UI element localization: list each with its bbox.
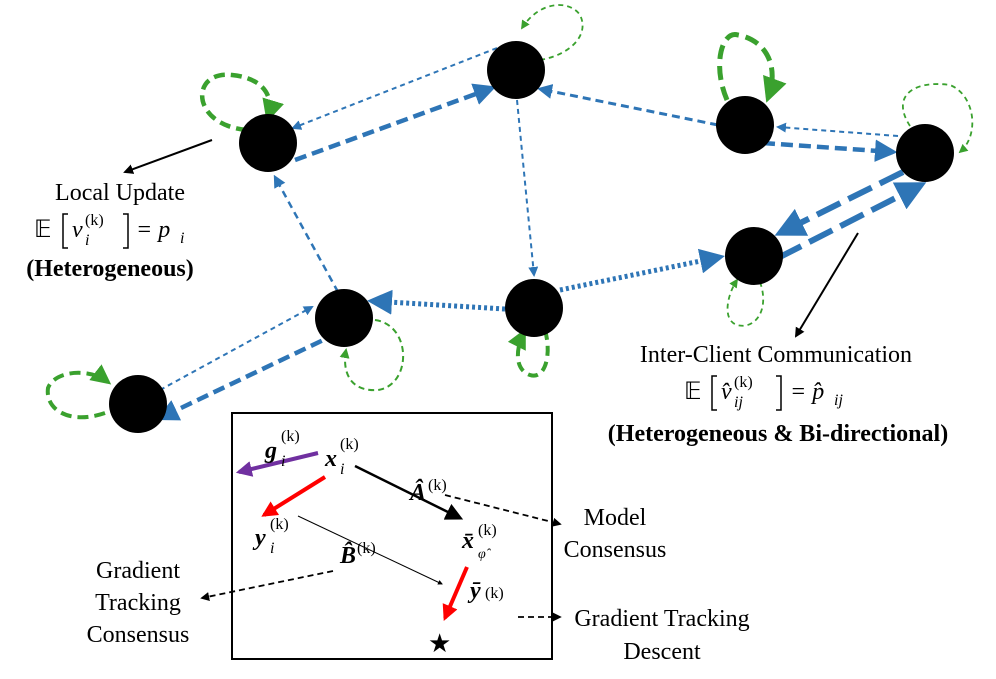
local-step-arrow	[261, 475, 327, 517]
model-consensus-arrow	[354, 464, 464, 520]
edge-n6-n5	[559, 248, 725, 293]
formula-expectation: 𝔼	[34, 217, 52, 243]
formula-rhs: = p	[136, 217, 170, 243]
A-sup: (k)	[428, 477, 447, 494]
communication-edges	[155, 47, 927, 421]
model-consensus-pointer	[444, 494, 562, 527]
tracking-descent-line1: Gradient Tracking	[574, 606, 749, 632]
xbar-sup: (k)	[478, 522, 497, 539]
formula-rhs-sub: i	[180, 230, 184, 247]
formula-bracket	[711, 375, 782, 411]
formula-rhs: = p̂	[790, 379, 824, 405]
communication-formula: 𝔼 v̂ ij (k) = p̂ ij	[684, 374, 843, 411]
g-sub: i	[281, 453, 285, 470]
x-sup: (k)	[340, 436, 359, 453]
formula-expectation: 𝔼	[684, 379, 702, 405]
model-consensus-line1: Model	[584, 505, 647, 531]
gradient-arrow	[235, 451, 319, 477]
tracking-consensus-line1: Gradient	[96, 558, 180, 584]
y-label: y	[252, 525, 266, 551]
tracking-consensus-line3: Consensus	[87, 622, 190, 648]
formula-sup: (k)	[734, 374, 753, 391]
inset-labels: g i (k) x i (k) y i (k) Â (k) B̂ (k) x̄ …	[252, 428, 504, 658]
g-sup: (k)	[281, 428, 300, 445]
formula-bracket	[62, 213, 129, 249]
client-node	[725, 227, 783, 285]
client-node	[896, 124, 954, 182]
formula-var: v	[72, 217, 83, 243]
x-sub: i	[340, 461, 344, 478]
communication-property: (Heterogeneous & Bi-directional)	[608, 421, 948, 447]
formula-var: v̂	[721, 379, 732, 405]
tracking-consensus-arrow	[297, 515, 443, 585]
tracking-descent-line2: Descent	[623, 639, 701, 665]
x-label: x	[324, 446, 337, 472]
local-update-formula: 𝔼 v i (k) = p i	[34, 212, 184, 249]
formula-sub: i	[85, 232, 89, 249]
tracking-consensus-line2: Tracking	[95, 590, 181, 616]
self-loop-n1	[199, 72, 284, 133]
self-loops	[45, 4, 974, 420]
xbar-sub: φ̂	[478, 547, 492, 562]
self-loop-n7	[339, 319, 405, 392]
edge-n5-n4	[776, 182, 927, 261]
client-node	[487, 41, 545, 99]
inset-box	[231, 412, 553, 660]
local-update-pointer	[123, 139, 213, 174]
local-update-property: (Heterogeneous)	[26, 256, 194, 282]
communication-pointer	[794, 232, 859, 338]
y-sup: (k)	[270, 516, 289, 533]
edge-n2-n6	[516, 99, 539, 277]
edge-n3-n2	[537, 84, 719, 127]
y-sub: i	[270, 540, 274, 557]
formula-sub: ij	[734, 394, 743, 411]
self-loop-n5	[726, 278, 765, 327]
g-label: g	[264, 438, 277, 464]
edge-n4-n3	[776, 122, 899, 137]
optimum-star-icon: ★	[428, 629, 451, 658]
client-node	[315, 289, 373, 347]
xbar-label: x̄	[461, 528, 474, 554]
local-update-title: Local Update	[55, 180, 185, 206]
formula-rhs-sub: ij	[834, 392, 843, 409]
edge-n7-n8	[155, 330, 339, 421]
B-label: B̂	[339, 542, 356, 569]
edge-n8-n7	[159, 306, 314, 391]
inset-arrows	[235, 451, 469, 621]
client-node	[109, 375, 167, 433]
self-loop-n6	[507, 328, 550, 378]
client-node	[239, 114, 297, 172]
tracking-consensus-pointer	[200, 570, 334, 601]
communication-title: Inter-Client Communication	[640, 342, 912, 368]
self-loop-n8	[45, 364, 112, 420]
client-nodes	[109, 41, 954, 433]
edge-n6-n7	[367, 289, 506, 315]
edge-n7-n1	[273, 174, 340, 293]
formula-sup: (k)	[85, 212, 104, 229]
edge-n1-n2	[294, 83, 497, 163]
model-consensus-line2: Consensus	[564, 537, 667, 563]
B-sup: (k)	[357, 540, 376, 557]
self-loop-n3	[717, 32, 787, 103]
descent-arrow	[442, 566, 469, 621]
client-node	[505, 279, 563, 337]
edge-n2-n1	[291, 47, 498, 130]
A-label: Â	[408, 479, 426, 506]
client-node	[716, 96, 774, 154]
ybar-label: ȳ	[467, 578, 481, 604]
edge-n3-n4	[762, 139, 898, 162]
edge-n4-n5	[774, 169, 905, 236]
ybar-sup: (k)	[485, 585, 504, 602]
